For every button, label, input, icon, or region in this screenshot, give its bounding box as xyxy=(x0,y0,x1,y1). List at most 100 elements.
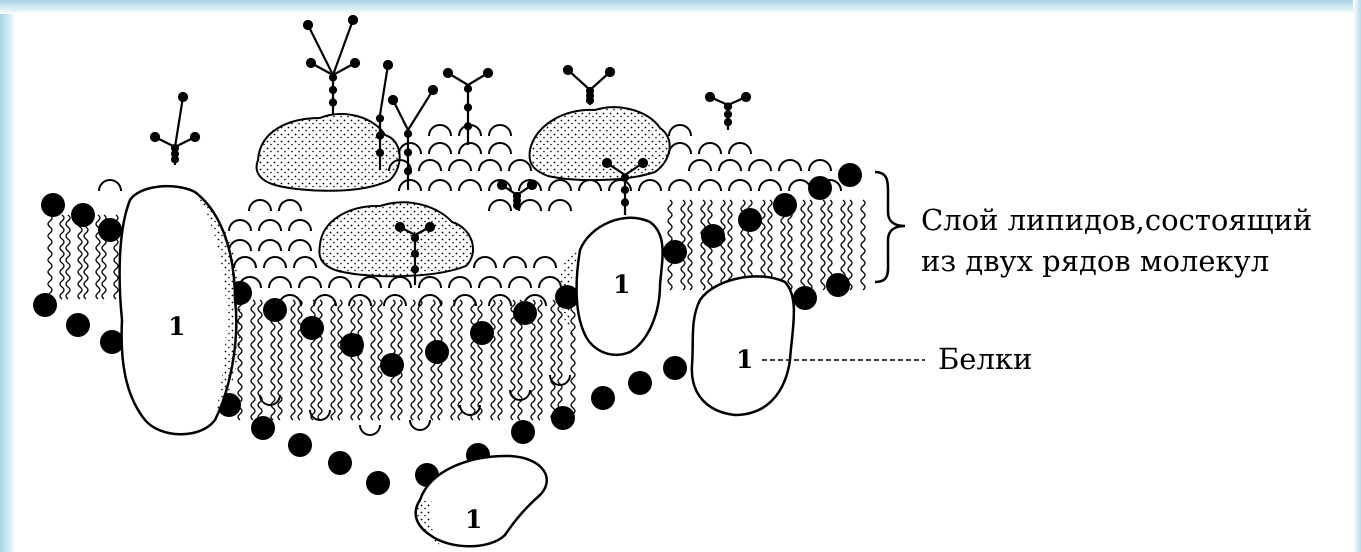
lipid-tail xyxy=(411,300,415,420)
lipid-head-open xyxy=(549,180,571,191)
lipid-head-open xyxy=(689,160,711,171)
lipid-tail xyxy=(821,200,825,290)
lipid-tail xyxy=(66,215,70,299)
lipid-head-open xyxy=(479,277,501,288)
lipid-head-dark xyxy=(340,333,364,357)
carbohydrate-bead xyxy=(384,61,392,69)
lipid-head-open xyxy=(459,143,481,154)
lipid-head-open xyxy=(759,180,781,191)
lipid-head-open xyxy=(249,200,271,211)
lipid-tail xyxy=(491,300,495,420)
carbohydrate-bead xyxy=(484,69,492,77)
lipid-head-open xyxy=(489,143,511,154)
lipid-tail xyxy=(808,200,812,290)
lipid-head-dark xyxy=(838,163,862,187)
lipid-head-open xyxy=(259,240,281,251)
carbohydrate-bead xyxy=(396,223,404,231)
carbohydrate-bead xyxy=(412,251,418,257)
lipid-tail xyxy=(688,200,692,290)
carbohydrate-bead xyxy=(412,266,418,272)
lipid-tail xyxy=(571,300,575,420)
lipid-tail xyxy=(351,300,355,420)
carbohydrate-bead xyxy=(528,181,536,189)
carbohydrate-branch xyxy=(380,65,388,115)
lipid-head-open xyxy=(669,125,691,136)
lipid-head-dark xyxy=(425,340,449,364)
lipid-tail xyxy=(471,300,475,420)
lipid-head-open xyxy=(259,220,281,231)
lipid-head-open xyxy=(459,180,481,191)
surface-protein-blob xyxy=(530,107,670,180)
lipid-tail xyxy=(558,300,562,420)
lipid-tail xyxy=(861,200,865,290)
lipid-head-open xyxy=(410,420,430,430)
carbohydrate-bead xyxy=(405,168,411,174)
lipid-tail xyxy=(291,300,295,420)
lipid-head-open xyxy=(279,200,301,211)
carbohydrate-bead xyxy=(564,66,572,74)
lipid-tail xyxy=(251,300,255,420)
carbohydrate-bead xyxy=(622,187,628,193)
lipid-head-dark xyxy=(41,193,65,217)
lipid-head-dark xyxy=(98,218,122,242)
surface-protein-blob xyxy=(319,202,473,276)
lipid-head-dark xyxy=(663,356,687,380)
lipid-head-open xyxy=(789,180,811,191)
lipid-tail xyxy=(451,300,455,420)
lipid-head-open xyxy=(449,160,471,171)
lipid-head-dark xyxy=(513,301,537,325)
lipid-layer-label-line1: Слой липидов,состоящий xyxy=(921,202,1312,238)
lipid-head-open xyxy=(489,200,511,211)
carbohydrate-bead xyxy=(606,68,614,76)
lipid-layer-brace xyxy=(875,172,905,282)
lipid-head-open xyxy=(429,180,451,191)
carbohydrate-branch xyxy=(175,97,183,147)
lipid-tail xyxy=(848,200,852,290)
lipid-head-dark xyxy=(511,420,535,444)
protein-number-label: 1 xyxy=(613,270,630,299)
lipid-head-open xyxy=(749,160,771,171)
carbohydrate-bead xyxy=(603,159,611,167)
lipid-head-open xyxy=(429,143,451,154)
carbohydrate-bead xyxy=(742,93,750,101)
lipid-head-open xyxy=(399,180,421,191)
lipid-head-dark xyxy=(33,293,57,317)
carbohydrate-bead xyxy=(725,119,731,125)
carbohydrate-bead xyxy=(330,100,336,106)
lipid-head-dark xyxy=(808,176,832,200)
carbohydrate-bead xyxy=(377,133,383,139)
lipid-head-open xyxy=(504,257,526,268)
lipid-head-dark xyxy=(366,471,390,495)
lipid-tail xyxy=(371,300,375,420)
lipid-head-dark xyxy=(470,321,494,345)
lipid-head-dark xyxy=(663,240,687,264)
lipid-head-open xyxy=(299,277,321,288)
lipid-tail xyxy=(358,300,362,420)
lipid-head-open xyxy=(229,220,251,231)
lipid-head-open xyxy=(539,277,561,288)
carbohydrate-bead xyxy=(622,200,628,206)
lipid-head-open xyxy=(519,200,541,211)
lipid-tail xyxy=(338,300,342,420)
lipid-head-dark xyxy=(773,193,797,217)
lipid-head-open xyxy=(579,180,601,191)
carbohydrate-bead xyxy=(351,59,359,67)
lipid-head-open xyxy=(329,277,351,288)
lipid-head-open xyxy=(234,257,256,268)
lipid-head-open xyxy=(669,180,691,191)
lipid-tail xyxy=(48,215,52,299)
lipid-head-open xyxy=(359,277,381,288)
lipid-tail xyxy=(701,200,705,290)
lipid-tail xyxy=(801,200,805,290)
lipid-tail xyxy=(331,300,335,420)
carbohydrate-bead xyxy=(465,123,471,129)
lipid-head-open xyxy=(260,395,280,405)
lipid-head-open xyxy=(729,143,751,154)
lipid-head-dark xyxy=(628,371,652,395)
carbohydrate-bead xyxy=(465,86,471,92)
carbohydrate-bead xyxy=(330,87,336,93)
lipid-head-open xyxy=(510,390,530,400)
lipid-head-open xyxy=(419,277,441,288)
lipid-head-open xyxy=(669,143,691,154)
lipid-head-open xyxy=(264,257,286,268)
